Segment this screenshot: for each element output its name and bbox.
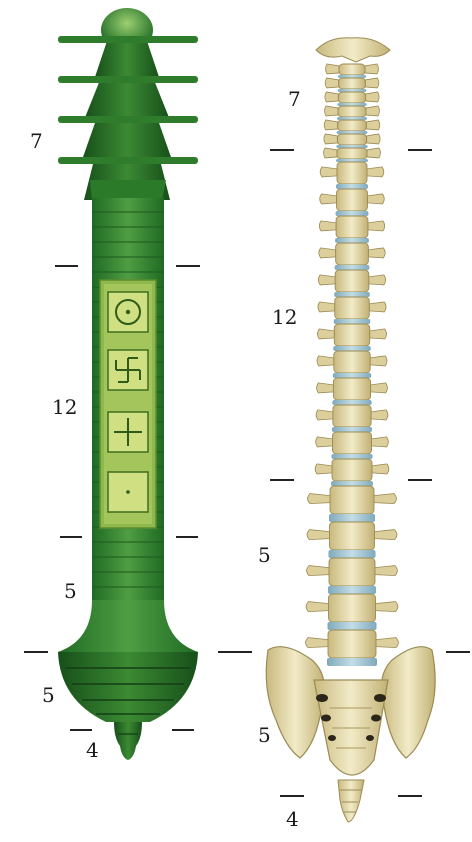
- cervical-vertebra: [326, 64, 379, 78]
- thoracic-vertebra: [316, 432, 389, 459]
- right-cervical-count: 7: [288, 87, 301, 111]
- atlas-vertebra: [316, 38, 390, 62]
- lumbar-vertebra: [307, 558, 398, 594]
- left-cervical-count: 7: [30, 129, 43, 153]
- cervical-vertebra: [325, 78, 379, 92]
- sacral-bowl: [58, 652, 198, 722]
- lumbar-vertebra: [306, 630, 399, 666]
- anatomical-spine: 7 12 5 5 4: [228, 38, 470, 831]
- coccyx-nub: [114, 722, 142, 760]
- cervical-vertebra: [325, 92, 379, 106]
- spine-flare: [58, 600, 198, 652]
- thoracic-vertebra: [318, 270, 385, 297]
- thoracic-vertebra: [317, 378, 388, 405]
- thoracic-vertebra: [319, 216, 384, 243]
- left-lumbar-count: 5: [64, 579, 77, 603]
- left-sacral-count: 5: [42, 683, 55, 707]
- coccyx-bone: [338, 780, 364, 822]
- right-coccygeal-count: 4: [286, 807, 299, 831]
- thoracic-vertebra: [317, 351, 387, 378]
- lumbar-vertebra: [306, 594, 398, 630]
- thoracic-vertebra: [317, 324, 386, 351]
- left-thoracic-count: 12: [52, 395, 77, 419]
- cervical-vertebra: [324, 148, 381, 162]
- cervical-vertebra: [324, 134, 380, 148]
- cervical-vertebra: [324, 120, 380, 134]
- cervical-tiers: [58, 36, 198, 200]
- thoracic-vertebra: [316, 405, 388, 432]
- lumbar-vertebra: [307, 522, 397, 558]
- thoracic-vertebra: [318, 297, 386, 324]
- thoracic-vertebra: [319, 243, 385, 270]
- lumbar-vertebra: [308, 486, 397, 522]
- dot-symbol: [108, 472, 148, 512]
- right-sacral-count: 5: [258, 723, 271, 747]
- right-lumbar-count: 5: [258, 543, 271, 567]
- right-thoracic-count: 12: [272, 305, 297, 329]
- cross-symbol: [108, 412, 148, 452]
- thoracic-vertebra: [315, 459, 389, 486]
- swastika-symbol: [108, 350, 148, 390]
- symbolic-spine: 7 12 5 5 4: [24, 8, 242, 762]
- circle-dot-symbol: [108, 292, 148, 332]
- thoracic-vertebra: [320, 189, 385, 216]
- cervical-vertebra: [325, 106, 380, 120]
- left-coccygeal-count: 4: [86, 738, 99, 762]
- thoracic-vertebra: [320, 162, 384, 189]
